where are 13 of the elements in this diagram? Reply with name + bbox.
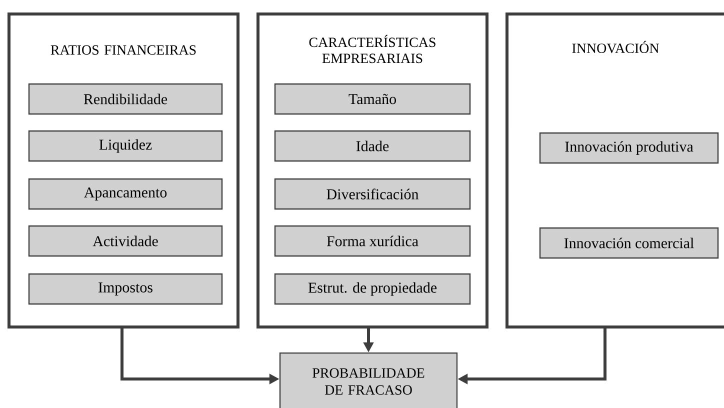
factor-box: Rendibilidade xyxy=(28,83,223,115)
factor-box: Tamaño xyxy=(274,83,471,115)
factor-box: Apancamento xyxy=(28,178,223,210)
factor-box: Liquidez xyxy=(28,130,223,162)
factor-box: Actividade xyxy=(28,225,223,257)
outcome-box: PROBABILIDADE DE FRACASO xyxy=(279,352,458,408)
factor-box: Diversificación xyxy=(274,178,471,210)
factor-box: Innovación comercial xyxy=(539,227,719,259)
factor-box: Estrut. de propiedade xyxy=(274,273,471,305)
factor-box: Innovación produtiva xyxy=(539,132,719,164)
factor-box: Forma xurídica xyxy=(274,225,471,257)
factor-box: Impostos xyxy=(28,273,223,305)
factor-box: Idade xyxy=(274,130,471,162)
